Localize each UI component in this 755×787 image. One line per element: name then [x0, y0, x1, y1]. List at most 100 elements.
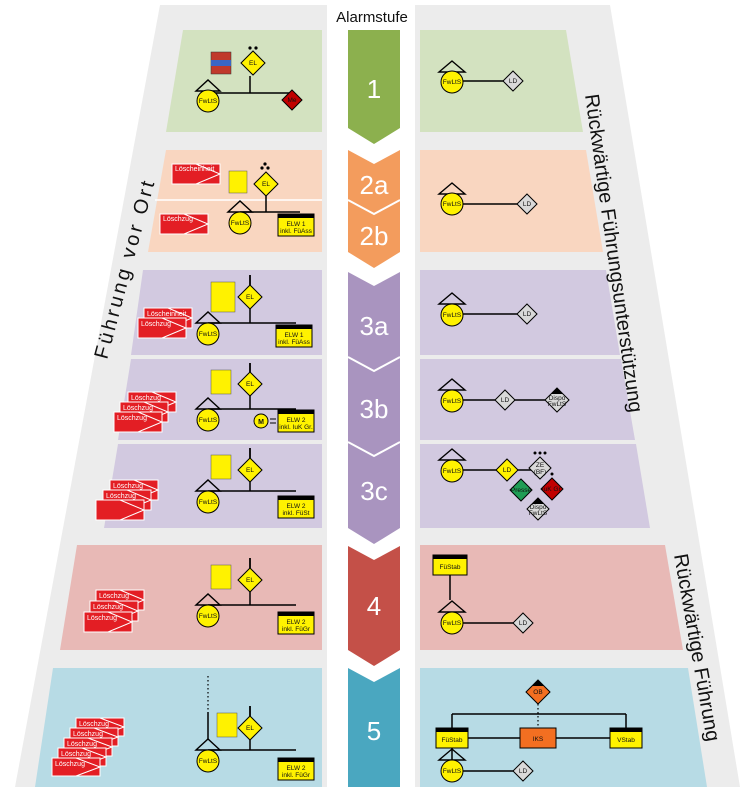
svg-text:inkl. FüAss: inkl. FüAss	[278, 339, 311, 346]
svg-text:LD: LD	[519, 620, 528, 627]
svg-text:Löschzug: Löschzug	[55, 761, 85, 768]
arrow-level-3-divider-1	[347, 356, 401, 373]
svg-text:Löscheinheit: Löscheinheit	[147, 311, 186, 318]
loeschzug-envelope: Löschzug	[159, 213, 210, 235]
arrow-level-3	[348, 272, 400, 544]
level-3a-left: Löscheinheit Löschzug EL FwLtS ELW 1 ink…	[137, 275, 313, 348]
svg-text:FüStab: FüStab	[442, 737, 463, 744]
svg-text:EL: EL	[246, 577, 254, 584]
arrow-level-3c-label: 3c	[360, 476, 387, 506]
level-3c-left: Löschzug Löschzug EL FwLtS ELW 2 inkl. F…	[95, 448, 315, 521]
svg-text:IKS: IKS	[533, 736, 544, 743]
svg-text:EL: EL	[262, 181, 270, 188]
svg-text:Me: Me	[287, 97, 296, 104]
svg-text:EL: EL	[246, 294, 254, 301]
svg-text:FwLtS: FwLtS	[443, 768, 462, 775]
presse-diamond	[509, 478, 533, 502]
svg-text:Löschzug: Löschzug	[61, 751, 91, 758]
svg-text:Löschzug: Löschzug	[93, 604, 123, 611]
svg-text:Dispo: Dispo	[530, 504, 547, 511]
loeschzug-envelope: Löschzug	[51, 757, 102, 777]
svg-text:Dispo: Dispo	[549, 395, 566, 402]
svg-text:inkl. FüGr: inkl. FüGr	[282, 626, 311, 633]
arrow-level-2	[348, 150, 400, 268]
m-circle	[253, 413, 269, 429]
arrow-level-1-label: 1	[367, 74, 381, 104]
arrow-level-1	[348, 30, 400, 144]
svg-text:FwLtS: FwLtS	[199, 98, 218, 105]
vest-icon	[216, 712, 238, 738]
svg-text:Löschzug: Löschzug	[141, 321, 171, 328]
svg-text:M: M	[258, 419, 264, 426]
svg-text:ZE: ZE	[536, 462, 545, 469]
svg-text:LD: LD	[523, 201, 532, 208]
level-2-right: FwLtS LD	[437, 182, 538, 216]
fwlts-circle	[440, 759, 464, 783]
svg-text:FwLtS: FwLtS	[443, 312, 462, 319]
loeschzug-envelope: Löschzug	[137, 317, 188, 339]
svg-text:VStab: VStab	[617, 737, 635, 744]
fwlts-circle	[196, 322, 220, 346]
svg-text:Löschzug: Löschzug	[113, 483, 143, 490]
ld-diamond	[512, 612, 534, 634]
svg-text:EL: EL	[246, 467, 254, 474]
arrow-level-2b-label: 2b	[360, 221, 389, 251]
level-3c-right: FwLtS LD ZE (BF) Presse IuK Gr. Dispo Fw…	[437, 448, 564, 521]
arrow-level-4-label: 4	[367, 591, 381, 621]
fwlts-circle	[440, 459, 464, 483]
svg-text:FwLtS: FwLtS	[199, 499, 218, 506]
vest-icon	[210, 281, 236, 313]
vest-icon	[210, 564, 232, 590]
ld-diamond	[495, 458, 519, 482]
svg-text:ELW 2: ELW 2	[286, 503, 305, 510]
svg-text:inkl. IuK Gr.: inkl. IuK Gr.	[279, 424, 313, 431]
ld-diamond	[516, 303, 538, 325]
fwlts-circle	[228, 211, 252, 235]
band-right-5	[420, 668, 707, 787]
svg-text:LD: LD	[519, 768, 528, 775]
fwlts-circle	[440, 303, 464, 327]
ld-diamond	[494, 389, 516, 411]
svg-text:Löschzug: Löschzug	[87, 615, 117, 622]
fwlts-circle	[440, 389, 464, 413]
arrow-level-2-divider	[347, 199, 401, 216]
svg-text:EL: EL	[249, 60, 257, 67]
svg-text:FwLtS: FwLtS	[443, 79, 462, 86]
el-diamond	[240, 50, 266, 76]
fwlts-circle	[196, 408, 220, 432]
fwlts-circle	[440, 70, 464, 94]
svg-text:Löschzug: Löschzug	[123, 405, 153, 412]
me-diamond	[281, 89, 303, 111]
svg-text:FwLtS: FwLtS	[529, 510, 548, 517]
svg-text:inkl. FüGr: inkl. FüGr	[282, 772, 311, 779]
ld-diamond	[516, 193, 538, 215]
arrow-level-5-label: 5	[367, 716, 381, 746]
level-2-left: Löscheinheit Löschzug EL FwLtS ELW 1 ink…	[159, 162, 315, 237]
loeschzug-envelope: Löschzug	[113, 411, 164, 433]
band-left-3c	[104, 444, 322, 528]
svg-text:inkl. FüSt: inkl. FüSt	[282, 510, 309, 517]
svg-text:LD: LD	[509, 78, 518, 85]
arrow-level-5	[348, 668, 400, 787]
fwlts-circle	[196, 490, 220, 514]
svg-text:inkl. FüAss: inkl. FüAss	[280, 228, 313, 235]
svg-text:FüStab: FüStab	[440, 564, 461, 571]
ze-diamond	[528, 456, 552, 480]
svg-text:FwLtS: FwLtS	[199, 331, 218, 338]
svg-text:Löschzug: Löschzug	[163, 216, 193, 223]
svg-text:Löschzug: Löschzug	[67, 741, 97, 748]
loeschzug-envelope: Löschzug	[83, 611, 134, 633]
svg-text:LD: LD	[503, 467, 512, 474]
svg-text:Löschzug: Löschzug	[131, 395, 161, 402]
svg-text:FwLtS: FwLtS	[199, 417, 218, 424]
band-left-3b	[118, 359, 322, 440]
fwlts-circle	[196, 89, 220, 113]
level-3b-left: Löschzug Löschzug Löschzug EL FwLtS M EL…	[113, 363, 315, 433]
svg-text:FwLtS: FwLtS	[231, 220, 250, 227]
iuk-diamond	[540, 477, 564, 501]
svg-text:FwLtS: FwLtS	[199, 613, 218, 620]
fwlts-circle	[196, 749, 220, 773]
vest-icon	[228, 170, 248, 194]
svg-text:ELW 1: ELW 1	[284, 332, 303, 339]
